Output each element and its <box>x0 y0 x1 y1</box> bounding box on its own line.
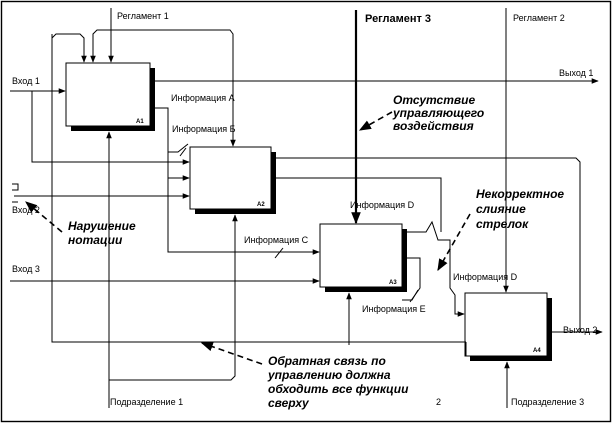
annotation-arrow-notation <box>25 201 63 233</box>
box-a1-id: А1 <box>136 119 144 125</box>
label-reglament-1: Регламент 1 <box>117 11 169 21</box>
label-output-1: Выход 1 <box>559 68 593 78</box>
label-input-2: Вход 2 <box>12 205 40 215</box>
label-division-3: Подразделение 3 <box>511 397 584 407</box>
label-division-1: Подразделение 1 <box>110 397 183 407</box>
label-info-b: Информация Б <box>172 124 236 134</box>
svg-text:Нарушение: Нарушение <box>68 219 136 233</box>
arrow-info-b <box>167 132 189 153</box>
notation-violation-mark <box>12 183 19 203</box>
info-c-tick <box>274 247 284 259</box>
label-info-c: Информация С <box>244 235 309 245</box>
svg-text:стрелок: стрелок <box>476 217 529 231</box>
label-division-2-mark: 2 <box>436 397 441 407</box>
arrow-mechanism-division-1 <box>106 131 238 408</box>
note-bad-merge: Некорректное слияние стрелок <box>476 187 564 231</box>
box-a3-id: А3 <box>389 280 397 286</box>
box-a1: А1 <box>65 62 155 131</box>
svg-text:управляющего: управляющего <box>392 106 484 120</box>
arrow-feedback-loop <box>51 33 467 356</box>
label-input-1: Вход 1 <box>12 76 40 86</box>
svg-text:нотации: нотации <box>68 233 123 247</box>
note-no-control: Отсутствие управляющего воздействия <box>392 93 484 133</box>
arrow-info-a <box>150 107 190 181</box>
svg-text:Обратная связь по: Обратная связь по <box>268 354 386 368</box>
label-reglament-3: Регламент 3 <box>365 13 431 25</box>
box-a2: А2 <box>189 146 276 214</box>
svg-text:управлению должна: управлению должна <box>267 368 391 382</box>
svg-text:обходить все функции: обходить все функции <box>268 382 409 396</box>
arrow-info-c <box>167 178 320 255</box>
annotation-arrow-no-control <box>358 111 393 131</box>
label-reglament-2: Регламент 2 <box>513 13 565 23</box>
svg-text:сверху: сверху <box>268 396 310 410</box>
label-info-e: Информация Е <box>362 304 426 314</box>
arrow-a2-output-to-a4 <box>271 157 581 232</box>
info-b-tick <box>179 147 187 157</box>
arrow-info-e <box>402 289 419 301</box>
label-info-d-1: Информация D <box>350 200 415 210</box>
svg-text:воздействия: воздействия <box>393 119 474 133</box>
box-a2-id: А2 <box>257 202 265 208</box>
arrow-reglament-1 <box>90 8 236 147</box>
label-info-a: Информация А <box>171 93 235 103</box>
label-output-2: Выход 2 <box>563 325 597 335</box>
box-a3: А3 <box>319 223 407 292</box>
annotation-arrow-feedback <box>200 342 263 365</box>
svg-text:слияние: слияние <box>476 202 526 216</box>
note-notation-violation: Нарушение нотации <box>68 219 136 247</box>
box-a4-id: А4 <box>533 348 541 354</box>
label-input-3: Вход 3 <box>12 264 40 274</box>
arrow-input-1 <box>10 88 190 165</box>
svg-text:Некорректное: Некорректное <box>476 187 564 201</box>
svg-text:Отсутствие: Отсутствие <box>393 93 475 107</box>
annotation-arrow-bad-merge <box>437 213 471 272</box>
box-a4: А4 <box>464 292 552 361</box>
label-info-d-2: Информация D <box>453 272 518 282</box>
note-feedback: Обратная связь по управлению должна обхо… <box>267 354 409 410</box>
